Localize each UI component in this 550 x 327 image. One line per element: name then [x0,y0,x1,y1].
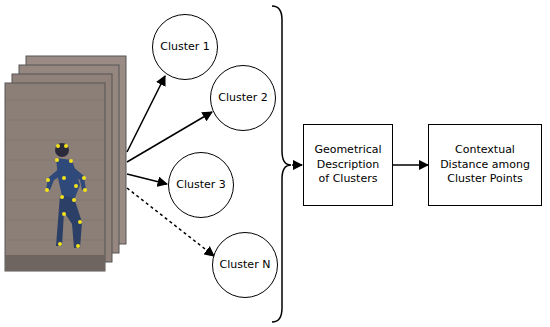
cluster-circle: Cluster 2 [210,65,276,131]
cluster-circle: Cluster 1 [152,14,218,80]
flow-arrow [393,164,428,166]
text-group: Cluster N [220,258,271,273]
box-label: Contextual Distance among Cluster Points [437,143,533,188]
cluster-label: Cluster 3 [176,178,226,193]
text-group: Cluster 1 [160,40,210,55]
cluster-label: Cluster 1 [160,40,210,55]
cluster-label: Cluster 2 [218,91,268,106]
video-frames [5,56,126,271]
process-box: Contextual Distance among Cluster Points [428,124,542,206]
cluster-label: Cluster N [220,258,271,273]
person [45,143,87,248]
box-label: Geometrical Description of Clusters [312,143,384,188]
text-group: Cluster 3 [176,178,226,193]
cluster-circle: Cluster N [212,232,278,298]
text-group: Geometrical Description of Clusters [312,143,384,188]
text-group: Cluster 2 [218,91,268,106]
process-box: Geometrical Description of Clusters [303,124,393,206]
cluster-circle: Cluster 3 [168,152,234,218]
brace-arrow [292,164,302,166]
text-group: Contextual Distance among Cluster Points [437,143,533,188]
